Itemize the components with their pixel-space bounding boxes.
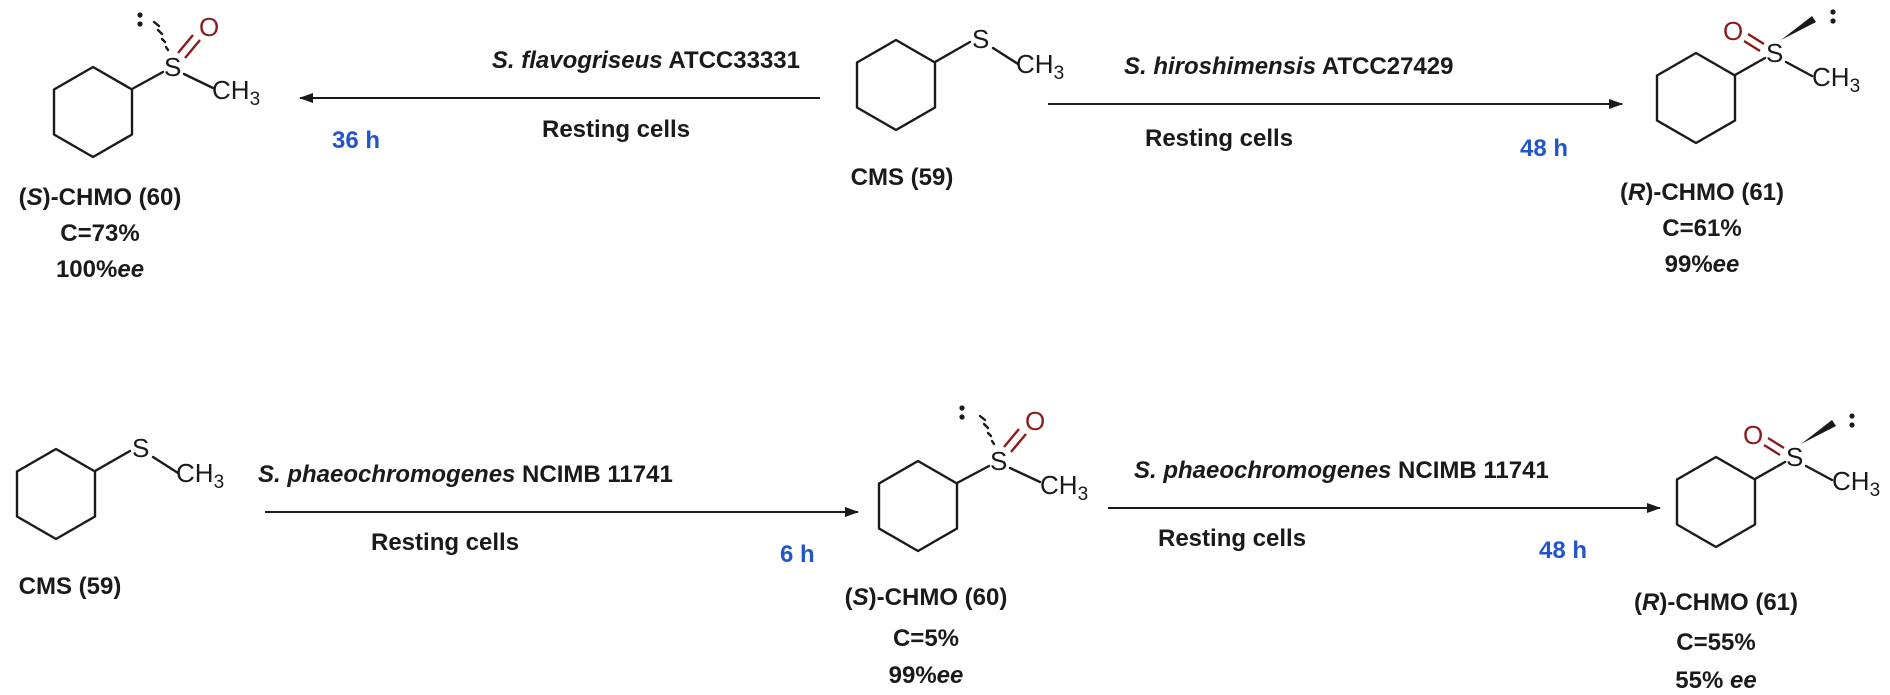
reaction-time: 48 h (1539, 537, 1587, 564)
sulfur-atom: S (990, 446, 1007, 476)
sulfur-atom: S (1766, 38, 1783, 68)
product-label: (R)-CHMO (61) (1634, 589, 1798, 616)
sulfur-atom: S (972, 24, 989, 54)
substrate-label: CMS (59) (19, 573, 122, 600)
oxygen-atom: O (199, 12, 219, 42)
solid-wedge-bond (1781, 16, 1816, 40)
lone-pair-dot (1830, 18, 1836, 24)
lone-pair-dot (1849, 422, 1855, 428)
oxygen-atom: O (1743, 420, 1763, 450)
conditions-label: Resting cells (542, 116, 690, 143)
sulfur-atom: S (1786, 442, 1803, 472)
sulfur-atom: S (132, 433, 149, 463)
organism-label: S. phaeochromogenes NCIMB 11741 (1134, 457, 1549, 484)
conditions-label: Resting cells (1158, 525, 1306, 552)
conversion-value: C=61% (1662, 215, 1741, 242)
product-label: (R)-CHMO (61) (1620, 179, 1784, 206)
hashed-wedge-bond (152, 20, 170, 52)
methyl-group: CH3 (176, 458, 224, 493)
methyl-group: CH3 (1832, 466, 1880, 501)
ee-value: 100%ee (56, 256, 144, 283)
solid-wedge-bond (1801, 420, 1836, 444)
reaction-time: 48 h (1520, 135, 1568, 162)
lone-pair-dot (1849, 413, 1855, 419)
lone-pair-dot (959, 405, 965, 411)
conditions-label: Resting cells (1145, 125, 1293, 152)
organism-label: S. flavogriseus ATCC33331 (492, 47, 800, 74)
ee-value: 55% ee (1675, 667, 1756, 694)
sulfur-atom: S (164, 52, 181, 82)
conversion-value: C=55% (1676, 629, 1755, 656)
reaction-time: 36 h (332, 127, 380, 154)
conversion-value: C=5% (893, 625, 959, 652)
lone-pair-dot (137, 21, 143, 27)
molecule-s-chmo-bottom: S CH3 O (877, 405, 1088, 553)
methyl-group: CH3 (1812, 62, 1860, 97)
molecule-r-chmo-bottom: S CH3 O (1675, 413, 1880, 549)
molecule-cms-bottom: S CH3 (15, 433, 224, 541)
methyl-group: CH3 (1040, 470, 1088, 505)
ee-value: 99%ee (889, 662, 964, 689)
substrate-label: CMS (59) (851, 164, 954, 191)
methyl-group: CH3 (212, 75, 260, 110)
lone-pair-dot (137, 12, 143, 18)
molecule-cms-top: S CH3 (855, 24, 1064, 132)
ee-value: 99%ee (1665, 251, 1740, 278)
methyl-group: CH3 (1016, 49, 1064, 84)
product-label: (S)-CHMO (60) (845, 584, 1008, 611)
product-label: (S)-CHMO (60) (19, 184, 182, 211)
molecule-r-chmo-top: S CH3 O (1655, 9, 1860, 145)
molecule-s-chmo-top: S CH3 O (52, 12, 260, 159)
oxygen-atom: O (1025, 406, 1045, 436)
organism-label: S. phaeochromogenes NCIMB 11741 (258, 461, 673, 488)
oxygen-atom: O (1723, 16, 1743, 46)
conversion-value: C=73% (60, 220, 139, 247)
organism-label: S. hiroshimensis ATCC27429 (1124, 53, 1453, 80)
lone-pair-dot (959, 414, 965, 420)
reaction-time: 6 h (780, 541, 815, 568)
lone-pair-dot (1830, 9, 1836, 15)
hashed-wedge-bond (978, 414, 996, 446)
conditions-label: Resting cells (371, 529, 519, 556)
